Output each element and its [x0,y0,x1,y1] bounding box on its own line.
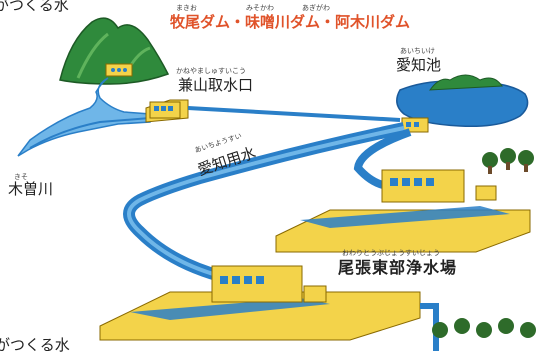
pond-ruby: あいちいけ [400,47,435,55]
plant-ruby: おわりとうぶじょうすいじょう [342,249,440,257]
upper-plant-icon [275,169,531,253]
trees-lower [432,318,536,338]
canal-branch-upper [353,128,412,190]
intake-ruby: かねやましゅすいこう [176,67,246,75]
top-left-partial-text: がつくる水 [0,0,69,14]
intake-building-icon [145,99,189,123]
bottom-left-partial-text: 水がつくる水 [0,336,70,354]
river-lower [29,117,151,149]
trees-upper [482,148,534,174]
river-ruby: きそ [14,173,28,181]
channel-intake-to-pond [187,106,401,122]
dam-building-icon [105,63,133,77]
dams-label: 牧尾ダム・味噌川ダム・阿木川ダム [170,13,411,31]
plant-label: 尾張東部浄水場 [338,258,458,277]
river-label: 木曽川 [8,180,54,198]
intake-label: 兼山取水口 [178,76,254,94]
pond [396,74,529,128]
dams-ruby: まきお みそかわ あぎがわ [176,4,330,12]
mountains [59,17,170,85]
lower-plant-icon [99,265,421,341]
pond-label: 愛知池 [396,56,442,74]
